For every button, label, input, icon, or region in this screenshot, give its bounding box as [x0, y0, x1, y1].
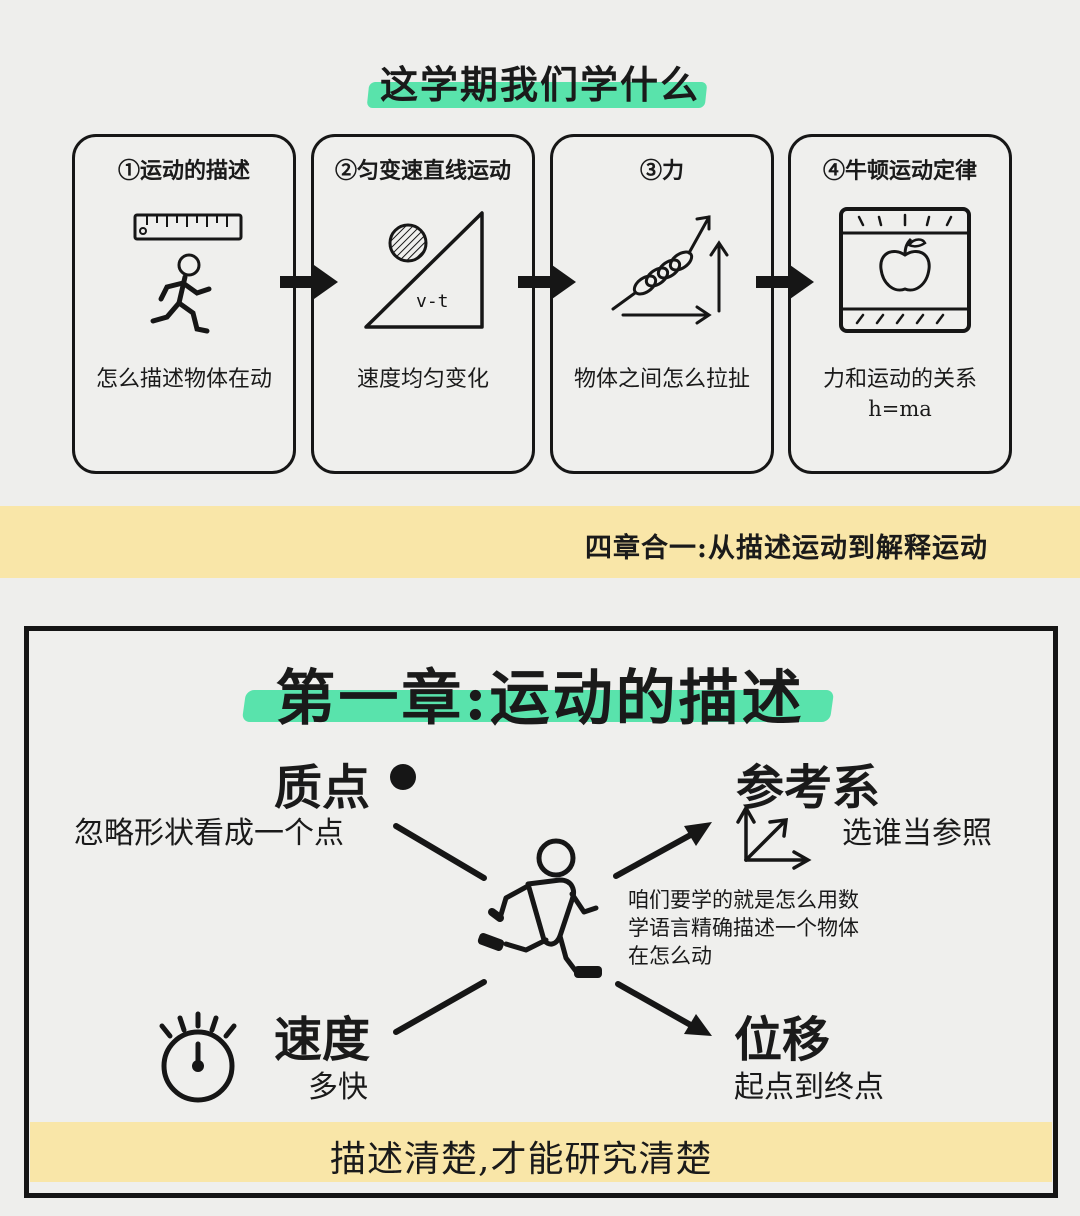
- chapter-header: 第一章:运动的描述: [0, 648, 1080, 738]
- chapter-card-4: ④牛顿运动定律 力和运动的关系 h=ma: [788, 134, 1012, 474]
- conclusion-band: 描述清楚,才能研究清楚: [30, 1122, 1052, 1182]
- vt-label: v-t: [416, 291, 449, 312]
- falling-apple-icon: [839, 207, 971, 333]
- flow-arrow-icon: [518, 265, 576, 299]
- card-desc: 怎么描述物体在动: [95, 367, 272, 392]
- card-title: ④牛顿运动定律: [822, 158, 977, 184]
- summary-text: 四章合一:从描述运动到解释运动: [585, 533, 988, 564]
- center-note: 咱们要学的就是怎么用数学语言精确描述一个物体在怎么动: [628, 888, 859, 968]
- card-desc: 速度均匀变化: [356, 367, 489, 392]
- card-desc: 物体之间怎么拉扯: [573, 367, 750, 392]
- card-title: ②匀变速直线运动: [334, 158, 511, 184]
- card-desc: 力和运动的关系: [822, 367, 977, 392]
- concept-velocity-title: 速度: [274, 1012, 371, 1068]
- card-title: ③力: [639, 158, 684, 184]
- conclusion-text: 描述清楚,才能研究清楚: [330, 1139, 713, 1180]
- spring-force-arrows-icon: [611, 215, 729, 325]
- concept-displacement-desc: 起点到终点: [734, 1070, 884, 1105]
- concept-particle-title: 质点: [274, 760, 371, 816]
- summary-band: 四章合一:从描述运动到解释运动: [0, 506, 1080, 578]
- chapter-card-1: ①运动的描述 怎么描述物体在动: [72, 134, 296, 474]
- chapter-title: 第一章:运动的描述: [275, 664, 805, 734]
- chapter-card-2: ②匀变速直线运动 v-t 速度均匀变化: [311, 134, 535, 474]
- card-formula: h=ma: [868, 397, 932, 421]
- incline-ball-icon: v-t: [364, 211, 484, 329]
- concept-reference-title: 参考系: [736, 760, 881, 816]
- running-person-ruler-icon: [133, 213, 243, 334]
- flow-arrow-icon: [280, 265, 338, 299]
- concept-particle-desc: 忽略形状看成一个点: [74, 816, 344, 851]
- card-title: ①运动的描述: [117, 158, 250, 184]
- overview-title: 这学期我们学什么: [379, 62, 700, 107]
- overview-header: 这学期我们学什么: [0, 46, 1080, 116]
- chapter-card-3: ③力 物体之间怎么拉扯: [550, 134, 774, 474]
- concept-displacement-title: 位移: [734, 1012, 831, 1068]
- flow-arrow-icon: [756, 265, 814, 299]
- concept-velocity-desc: 多快: [308, 1070, 368, 1105]
- concept-reference-desc: 选谁当参照: [842, 816, 992, 851]
